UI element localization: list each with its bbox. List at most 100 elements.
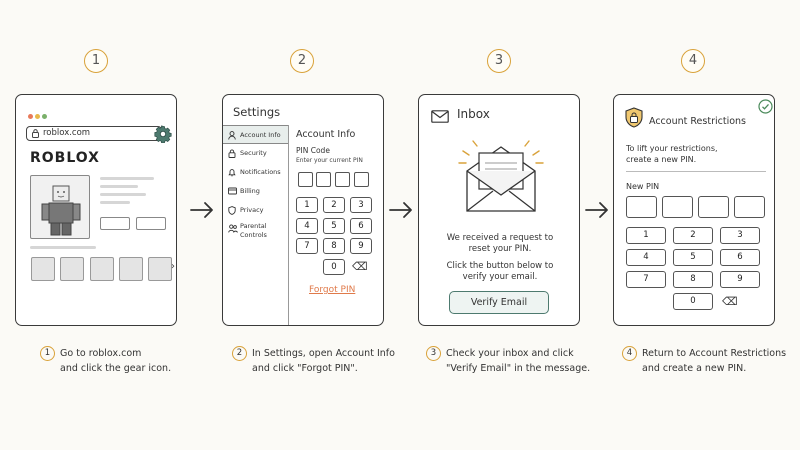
keypad-key-9[interactable]: 9 bbox=[350, 238, 372, 254]
pin-digit-box[interactable] bbox=[316, 172, 331, 187]
restrictions-description: To lift your restrictions, create a new … bbox=[626, 143, 718, 165]
card-icon bbox=[228, 187, 237, 195]
sidebar-item-label: Account Info bbox=[240, 131, 281, 139]
caption-number: 2 bbox=[232, 346, 247, 361]
skeleton-line bbox=[100, 193, 146, 196]
game-tile[interactable] bbox=[60, 257, 84, 281]
keypad-key-3[interactable]: 3 bbox=[720, 227, 760, 244]
caption-line: In Settings, open Account Info bbox=[252, 348, 395, 359]
description-line: To lift your restrictions, bbox=[626, 144, 718, 153]
keypad-key-8[interactable]: 8 bbox=[673, 271, 713, 288]
caption-number: 3 bbox=[426, 346, 441, 361]
game-tile[interactable] bbox=[148, 257, 172, 281]
inbox-instruction: Click the button below to verify your em… bbox=[419, 261, 579, 283]
step-number-2: 2 bbox=[290, 49, 314, 73]
shield-lock-icon bbox=[625, 107, 643, 128]
sidebar-item-privacy[interactable]: Privacy bbox=[223, 201, 288, 220]
settings-card: Settings Account Info Security Notificat… bbox=[222, 94, 384, 326]
sidebar-item-label: Privacy bbox=[240, 206, 264, 214]
restrictions-title: Account Restrictions bbox=[649, 116, 746, 127]
chevron-right-icon[interactable]: › bbox=[171, 261, 175, 272]
skeleton-line bbox=[30, 246, 96, 249]
keypad-key-8[interactable]: 8 bbox=[323, 238, 345, 254]
pin-code-label: PIN Code bbox=[296, 146, 330, 155]
pin-digit-box[interactable] bbox=[335, 172, 350, 187]
settings-sidebar: Account Info Security Notifications Bill… bbox=[223, 125, 289, 325]
arrow-right-icon bbox=[389, 202, 412, 218]
sidebar-item-security[interactable]: Security bbox=[223, 144, 288, 163]
envelope-icon bbox=[431, 110, 449, 123]
step-number-1: 1 bbox=[84, 49, 108, 73]
keypad-key-4[interactable]: 4 bbox=[626, 249, 666, 266]
keypad-key-5[interactable]: 5 bbox=[673, 249, 713, 266]
profile-button[interactable] bbox=[136, 217, 166, 230]
caption-line: and create a new PIN. bbox=[642, 363, 747, 374]
game-tile[interactable] bbox=[90, 257, 114, 281]
keypad-key-6[interactable]: 6 bbox=[350, 217, 372, 234]
keypad-key-2[interactable]: 2 bbox=[673, 227, 713, 244]
window-dots bbox=[28, 104, 49, 123]
new-pin-box[interactable] bbox=[662, 196, 693, 218]
pin-digit-box[interactable] bbox=[298, 172, 313, 187]
verify-email-button[interactable]: Verify Email bbox=[449, 291, 549, 314]
new-pin-box[interactable] bbox=[734, 196, 765, 218]
caption-line: "Verify Email" in the message. bbox=[446, 363, 591, 374]
arrow-right-icon bbox=[585, 202, 608, 218]
keypad-key-1[interactable]: 1 bbox=[296, 197, 318, 213]
game-tile[interactable] bbox=[119, 257, 143, 281]
sidebar-item-account-info[interactable]: Account Info bbox=[223, 125, 288, 144]
inbox-card: Inbox We received a request to reset you… bbox=[418, 94, 580, 326]
step-number-3: 3 bbox=[487, 49, 511, 73]
shield-icon bbox=[228, 206, 236, 215]
caption-line: Return to Account Restrictions bbox=[642, 348, 787, 359]
inbox-title: Inbox bbox=[457, 107, 490, 121]
users-icon bbox=[228, 224, 238, 233]
keypad-key-2[interactable]: 2 bbox=[323, 197, 345, 213]
forgot-pin-link[interactable]: Forgot PIN bbox=[309, 285, 356, 295]
skeleton-line bbox=[100, 185, 138, 188]
user-icon bbox=[228, 131, 236, 140]
caption-line: Go to roblox.com bbox=[60, 348, 142, 359]
backspace-icon[interactable]: ⌫ bbox=[722, 295, 738, 308]
keypad-key-5[interactable]: 5 bbox=[323, 217, 345, 234]
url-bar[interactable]: roblox.com bbox=[26, 126, 162, 141]
instruction-line: verify your email. bbox=[462, 272, 538, 282]
new-pin-box[interactable] bbox=[626, 196, 657, 218]
sidebar-item-notifications[interactable]: Notifications bbox=[223, 163, 288, 182]
step-caption-3: 3 Check your inbox and click"Verify Emai… bbox=[426, 346, 590, 376]
step-number-4: 4 bbox=[681, 49, 705, 73]
keypad-key-7[interactable]: 7 bbox=[296, 238, 318, 254]
sidebar-item-billing[interactable]: Billing bbox=[223, 182, 288, 201]
caption-number: 1 bbox=[40, 346, 55, 361]
sidebar-item-parental-controls[interactable]: Parental Controls bbox=[223, 220, 288, 244]
pin-digit-box[interactable] bbox=[354, 172, 369, 187]
sidebar-item-label: Notifications bbox=[240, 168, 281, 176]
description-line: create a new PIN. bbox=[626, 155, 697, 164]
profile-button[interactable] bbox=[100, 217, 130, 230]
gear-icon[interactable] bbox=[154, 125, 172, 143]
keypad-key-9[interactable]: 9 bbox=[720, 271, 760, 288]
message-line: We received a request to bbox=[446, 233, 554, 243]
instruction-line: Click the button below to bbox=[446, 261, 554, 271]
skeleton-line bbox=[100, 177, 154, 180]
keypad-key-0[interactable]: 0 bbox=[673, 293, 713, 310]
keypad-key-6[interactable]: 6 bbox=[720, 249, 760, 266]
inbox-message: We received a request to reset your PIN. bbox=[419, 233, 579, 255]
account-info-heading: Account Info bbox=[296, 129, 356, 140]
backspace-icon[interactable]: ⌫ bbox=[352, 259, 368, 273]
url-text: roblox.com bbox=[43, 128, 91, 138]
sidebar-item-label: Security bbox=[240, 149, 267, 157]
keypad-key-7[interactable]: 7 bbox=[626, 271, 666, 288]
new-pin-box[interactable] bbox=[698, 196, 729, 218]
keypad-key-4[interactable]: 4 bbox=[296, 217, 318, 234]
keypad-key-0[interactable]: 0 bbox=[323, 258, 345, 275]
keypad-key-1[interactable]: 1 bbox=[626, 227, 666, 244]
game-tile[interactable] bbox=[31, 257, 55, 281]
keypad-key-3[interactable]: 3 bbox=[350, 197, 372, 213]
bell-icon bbox=[228, 169, 236, 177]
lock-icon bbox=[32, 129, 39, 138]
sidebar-item-label: Parental Controls bbox=[240, 222, 267, 239]
step-caption-2: 2 In Settings, open Account Info and clic… bbox=[232, 346, 395, 376]
caption-line: and click "Forgot PIN". bbox=[252, 363, 358, 374]
pin-hint: Enter your current PIN bbox=[296, 157, 363, 164]
